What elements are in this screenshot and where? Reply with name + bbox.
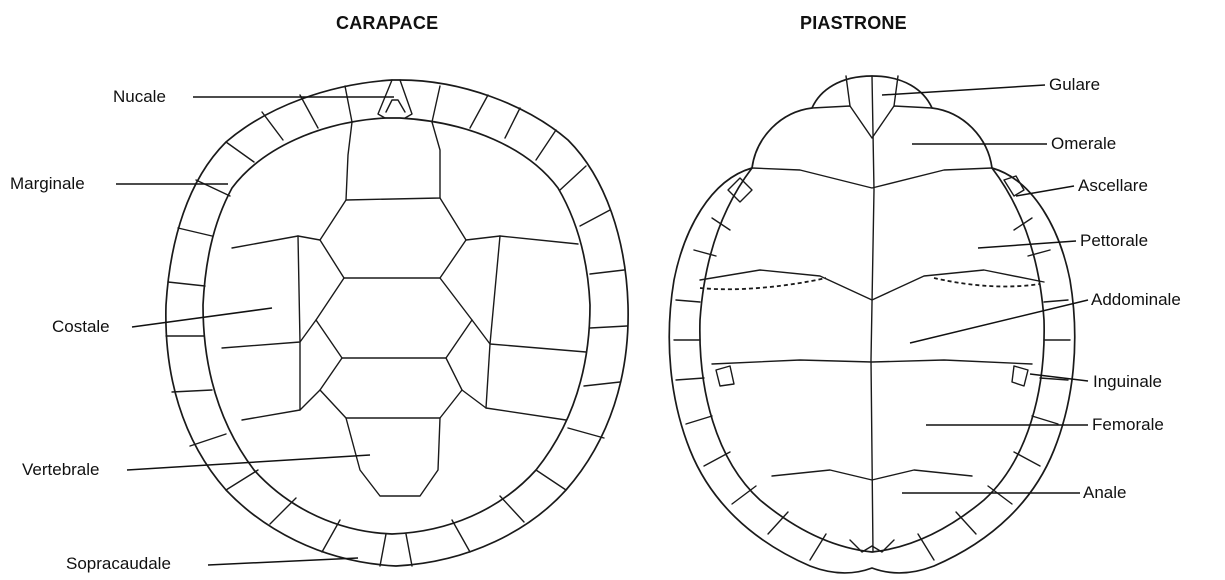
label-inguinal: Inguinale [1093,372,1162,392]
label-nucal: Nucale [113,87,166,107]
plastron-drawing [669,76,1075,573]
abdominal-femoral-seam [712,360,1032,364]
carapace-outline [166,80,628,566]
vertebral-scutes [316,122,472,496]
label-abdominal: Addominale [1091,290,1181,310]
label-marginal: Marginale [10,174,85,194]
leader-abdominal [910,300,1088,343]
marginal-seams [166,86,627,566]
label-supracaudal: Sopracaudale [66,554,171,574]
hinge-line-left [700,278,826,289]
label-pectoral: Pettorale [1080,231,1148,251]
label-humeral: Omerale [1051,134,1116,154]
carapace-leader-lines [116,97,394,565]
carapace-inner-rim [203,118,590,534]
label-femoral: Femorale [1092,415,1164,435]
label-gular: Gulare [1049,75,1100,95]
label-anal: Anale [1083,483,1126,503]
leader-gular [882,85,1045,95]
inguinal-scute-left [716,366,734,386]
label-axillary: Ascellare [1078,176,1148,196]
costal-scutes [222,236,586,420]
inguinal-scute-right [1012,366,1028,386]
leader-supracaudal [208,558,358,565]
carapace-drawing [166,80,628,566]
humeral-pectoral-seam [752,168,992,188]
leader-vertebral [127,455,370,470]
label-vertebral: Vertebrale [22,460,100,480]
nucal-scute [378,80,412,118]
hinge-line-right [934,278,1040,286]
leader-costal [132,308,272,327]
label-costal: Costale [52,317,110,337]
